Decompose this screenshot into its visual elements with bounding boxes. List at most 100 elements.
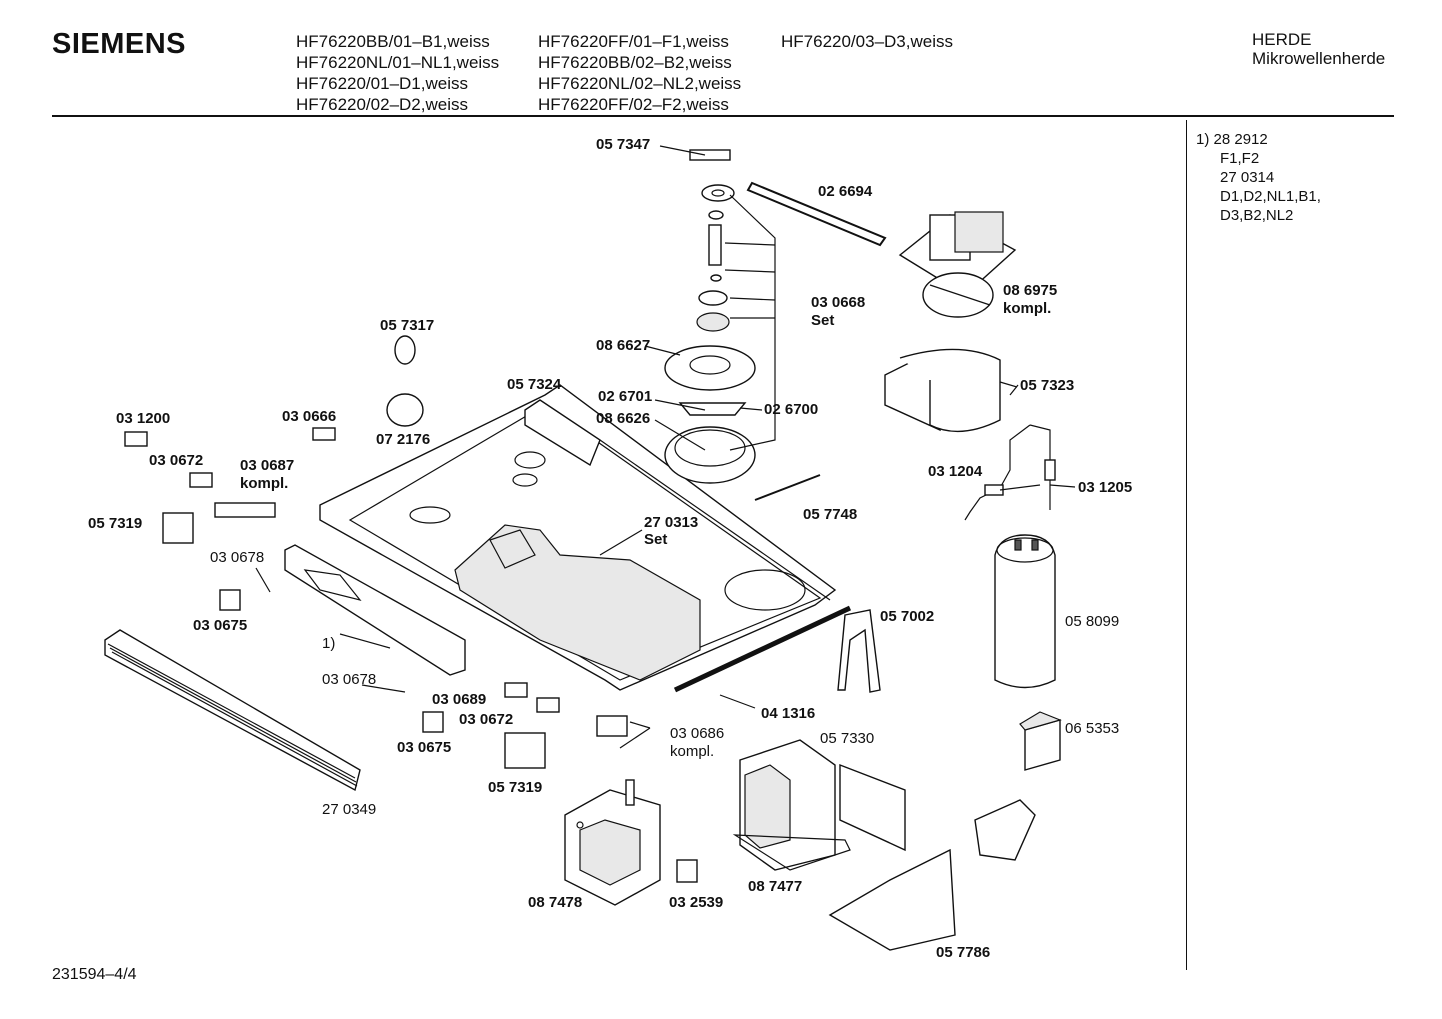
category-title: HERDE	[1252, 30, 1312, 49]
heater-element	[746, 181, 887, 247]
part-label: 02 6694	[818, 183, 873, 200]
model-item: HF76220/02–D2,weiss	[296, 95, 468, 114]
part-label-suffix: Set	[811, 312, 835, 329]
fan-motor	[898, 211, 1017, 318]
bottom-rail	[104, 629, 361, 792]
part-label-suffix: kompl.	[670, 743, 715, 760]
capacitor	[994, 534, 1056, 689]
part-label: 05 8099	[1065, 613, 1120, 630]
model-item: HF76220FF/02–F2,weiss	[538, 95, 729, 114]
clip-030675b	[422, 711, 444, 733]
part-label: 08 6975	[1003, 282, 1058, 299]
part-label-suffix: kompl.	[240, 475, 289, 492]
switch-031200	[124, 431, 148, 447]
part-label: 03 0689	[432, 691, 487, 708]
part-label-suffix: kompl.	[1003, 300, 1052, 317]
clip-057347	[689, 149, 731, 161]
part-label: 03 2539	[669, 894, 724, 911]
thermal-fuse	[214, 502, 276, 518]
part-label: 03 0678	[210, 549, 265, 566]
cable-duct	[524, 399, 831, 601]
footnote-line: 27 0314	[1220, 169, 1275, 186]
part-label: 02 6700	[764, 401, 819, 418]
switch-030666	[312, 427, 336, 441]
footnote-ref: 1)	[322, 635, 336, 652]
part-label: 05 7324	[507, 376, 562, 393]
part-label: 03 0668	[811, 294, 866, 311]
part-label: 08 7478	[528, 894, 583, 911]
footnote-line: D3,B2,NL2	[1220, 207, 1294, 224]
category-subtitle: Mikrowellenherde	[1252, 49, 1386, 68]
clip-032539	[676, 859, 698, 883]
part-label: 02 6701	[598, 388, 653, 405]
part-label: 08 7477	[748, 878, 803, 895]
model-list-col2: HF76220FF/01–F1,weiss HF76220BB/02–B2,we…	[538, 31, 741, 115]
model-item: HF76220BB/01–B1,weiss	[296, 32, 490, 51]
shield-sheet	[839, 763, 906, 852]
part-label: 03 1204	[928, 463, 983, 480]
part-label: 03 0666	[282, 408, 337, 425]
model-item: HF76220/01–D1,weiss	[296, 74, 468, 93]
part-label: 03 1200	[116, 410, 171, 427]
part-label: 07 2176	[376, 431, 431, 448]
part-label: 05 7748	[803, 506, 858, 523]
part-label: 03 0678	[322, 671, 377, 688]
model-item: HF76220BB/02–B2,weiss	[538, 53, 732, 72]
model-item: HF76220NL/02–NL2,weiss	[538, 74, 742, 93]
part-label: 05 7330	[820, 730, 875, 747]
part-label: 05 7347	[596, 136, 651, 153]
switch-030672b	[536, 697, 560, 713]
rod-057748	[754, 474, 821, 501]
model-item: HF76220/03–D3,weiss	[781, 32, 953, 51]
part-label: 03 1205	[1078, 479, 1133, 496]
switch-030689	[504, 682, 528, 698]
light-bulb	[386, 393, 424, 427]
part-label: 03 0675	[397, 739, 452, 756]
thermostat-030686	[596, 715, 628, 737]
footnote-line: D1,D2,NL1,B1,	[1220, 188, 1321, 205]
clip-030675	[219, 589, 241, 611]
microswitch-057319	[162, 512, 194, 544]
part-label: 05 7317	[380, 317, 435, 334]
chassis-plate	[319, 384, 837, 691]
part-label: 05 7786	[936, 944, 991, 961]
part-label: 03 0686	[670, 725, 725, 742]
model-item: HF76220NL/01–NL1,weiss	[296, 53, 500, 72]
mounting-bracket	[974, 799, 1036, 861]
drawing-number: 231594–4/4	[52, 966, 137, 983]
part-label: 08 6626	[596, 410, 651, 427]
header-divider	[52, 115, 1394, 117]
bracket-057002	[837, 609, 881, 693]
model-item: HF76220FF/01–F1,weiss	[538, 32, 729, 51]
side-divider	[1186, 120, 1187, 970]
transformer	[732, 739, 851, 871]
part-label: 06 5353	[1065, 720, 1120, 737]
part-label-suffix: Set	[644, 531, 668, 548]
turntable-stack	[664, 184, 776, 484]
brand-logo: SIEMENS	[52, 28, 187, 60]
lamp-holder	[394, 335, 416, 365]
model-list-col1: HF76220BB/01–B1,weiss HF76220NL/01–NL1,w…	[296, 31, 499, 115]
part-label: 08 6627	[596, 337, 651, 354]
part-label: 27 0349	[322, 801, 377, 818]
model-list-col3: HF76220/03–D3,weiss	[781, 31, 953, 52]
footnote-line: F1,F2	[1220, 150, 1260, 167]
microswitch-057319b	[504, 732, 546, 769]
side-panel	[284, 544, 466, 676]
switch-030672	[189, 472, 213, 488]
strip-041316	[673, 605, 852, 693]
leader-lines	[255, 145, 1076, 749]
cover-plate	[828, 848, 956, 951]
magnetron	[564, 779, 661, 906]
part-label: 03 0672	[149, 452, 204, 469]
part-label: 04 1316	[761, 705, 816, 722]
part-label: 05 7323	[1020, 377, 1075, 394]
category-block: HERDE Mikrowellenherde	[1252, 30, 1385, 68]
footnote-block: 1) 28 2912 F1,F2 27 0314 D1,D2,NL1,B1, D…	[1196, 130, 1321, 225]
part-label: 05 7002	[880, 608, 935, 625]
relay	[1019, 711, 1062, 771]
part-label: 03 0675	[193, 617, 248, 634]
part-label: 05 7319	[88, 515, 143, 532]
fan-housing	[884, 348, 1019, 433]
